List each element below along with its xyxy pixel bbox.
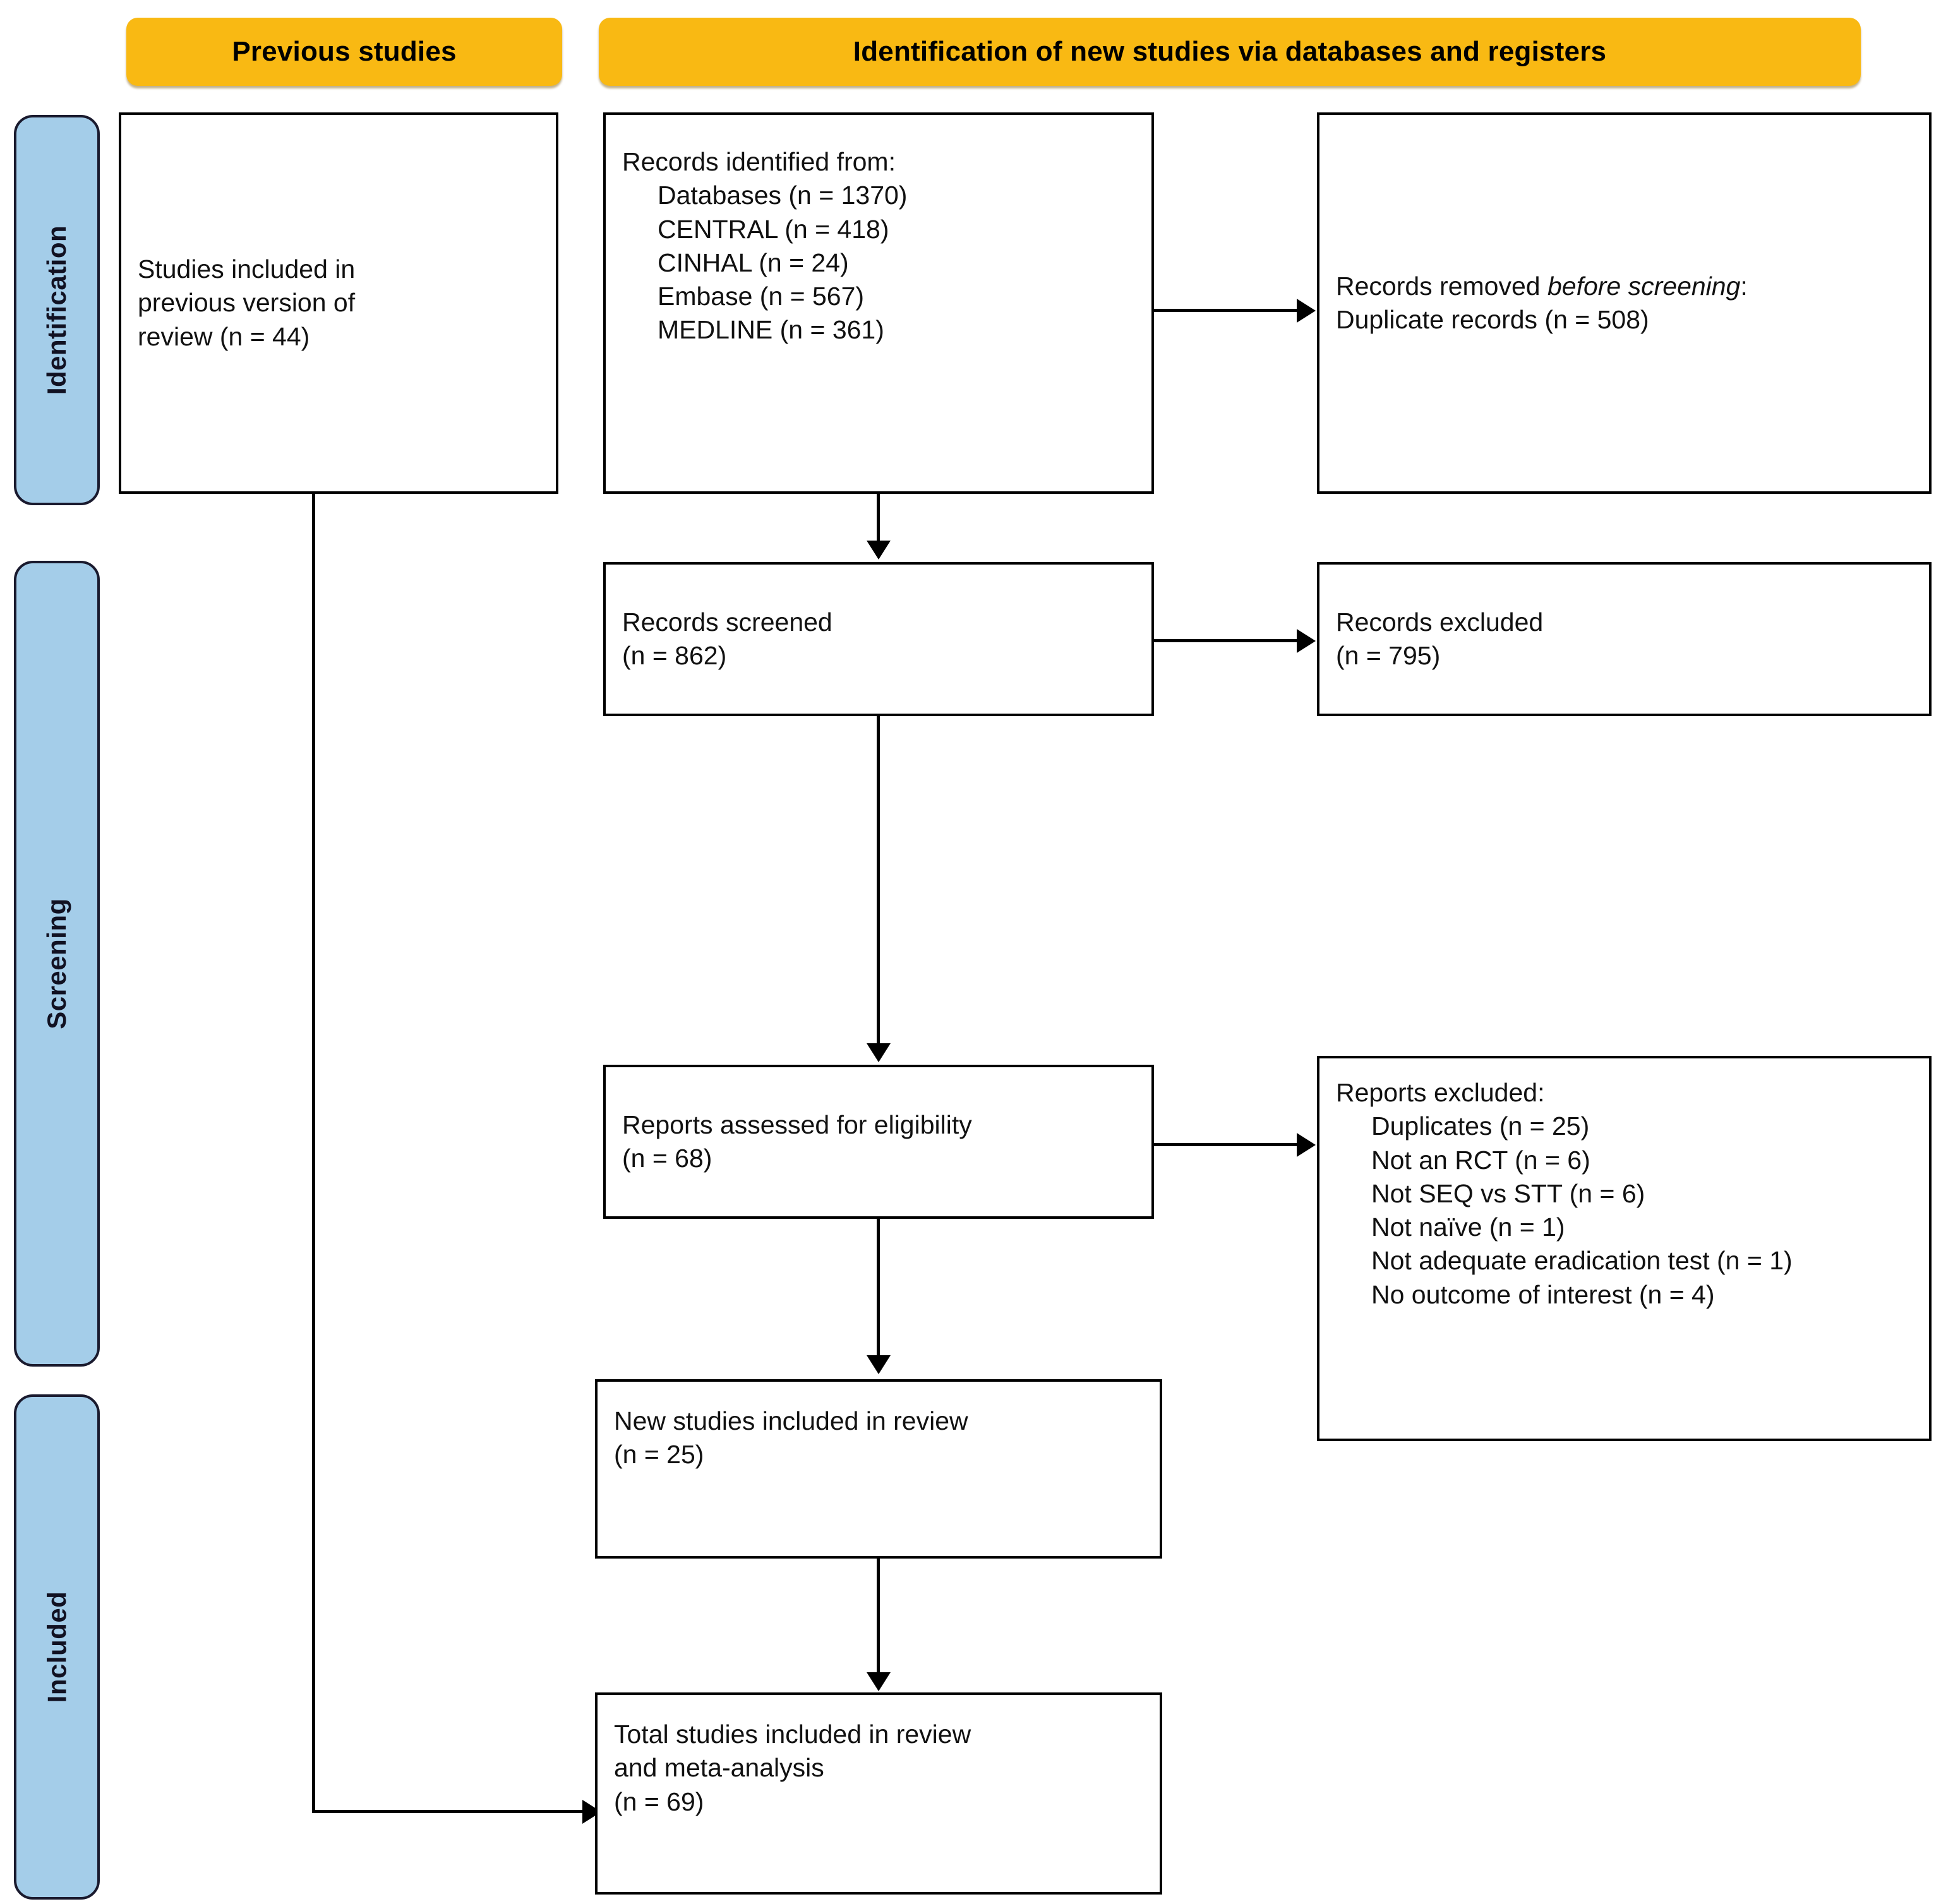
- reports-excluded-reason-not-rct: Not an RCT (n = 6): [1371, 1145, 1590, 1175]
- connector-assessed-to-new-studies: [877, 1219, 880, 1356]
- box-total-studies-included-text: Total studies included in review and met…: [614, 1718, 1143, 1819]
- box-reports-excluded-text: Reports excluded: Duplicates (n = 25) No…: [1336, 1076, 1913, 1312]
- box-records-screened-text: Records screened (n = 862): [622, 606, 1135, 673]
- arrowhead-identified-to-screened: [867, 541, 891, 560]
- stage-tab-identification-label: Identification: [42, 225, 71, 395]
- prev-line-1: Studies included in: [138, 254, 356, 284]
- box-reports-assessed: Reports assessed for eligibility (n = 68…: [603, 1065, 1154, 1219]
- records-identified-source-medline: MEDLINE (n = 361): [658, 315, 884, 345]
- records-screened-count: (n = 862): [622, 641, 727, 670]
- records-excluded-count: (n = 795): [1336, 641, 1441, 670]
- reports-excluded-reason-not-seq-vs-stt: Not SEQ vs STT (n = 6): [1371, 1178, 1645, 1208]
- new-studies-included-label: New studies included in review: [614, 1406, 968, 1435]
- records-removed-heading: Records removed before screening:: [1336, 270, 1913, 303]
- records-removed-heading-colon: :: [1740, 271, 1748, 301]
- header-previous-studies-label: Previous studies: [232, 36, 457, 67]
- connector-previous-version-to-total: [312, 1810, 584, 1813]
- records-identified-source-central: CENTRAL (n = 418): [658, 214, 889, 244]
- reports-assessed-count: (n = 68): [622, 1144, 712, 1173]
- box-records-identified-text: Records identified from: Databases (n = …: [622, 145, 1135, 347]
- arrowhead-new-studies-to-total: [867, 1672, 891, 1691]
- stage-tab-included: Included: [14, 1394, 100, 1900]
- connector-assessed-to-reports-excluded: [1154, 1143, 1298, 1146]
- box-studies-previous-version-text: Studies included in previous version of …: [138, 253, 539, 354]
- connector-previous-version-spine: [312, 494, 315, 1812]
- total-studies-count: (n = 69): [614, 1787, 704, 1816]
- reports-excluded-reason-duplicates: Duplicates (n = 25): [1371, 1111, 1590, 1141]
- box-records-removed-before-screening: Records removed before screening: Duplic…: [1317, 112, 1932, 494]
- new-studies-included-count: (n = 25): [614, 1440, 704, 1470]
- records-identified-source-cinhal: CINHAL (n = 24): [658, 248, 849, 277]
- stage-tab-screening-label: Screening: [42, 898, 72, 1029]
- arrowhead-screened-to-assessed: [867, 1043, 891, 1062]
- header-identification-new-studies: Identification of new studies via databa…: [599, 18, 1861, 86]
- box-studies-previous-version: Studies included in previous version of …: [119, 112, 558, 494]
- arrowhead-identified-to-removed: [1297, 299, 1316, 323]
- stage-tab-included-label: Included: [42, 1591, 71, 1703]
- total-studies-line-2: and meta-analysis: [614, 1753, 824, 1783]
- arrowhead-assessed-to-new-studies: [867, 1355, 891, 1374]
- reports-excluded-reason-no-outcome-of-interest: No outcome of interest (n = 4): [1371, 1279, 1715, 1309]
- reports-excluded-reason-not-adequate-eradication-test: Not adequate eradication test (n = 1): [1371, 1246, 1793, 1276]
- records-removed-heading-plain: Records removed: [1336, 271, 1547, 301]
- box-records-screened: Records screened (n = 862): [603, 562, 1154, 716]
- box-reports-assessed-text: Reports assessed for eligibility (n = 68…: [622, 1108, 1135, 1176]
- total-studies-line-1: Total studies included in review: [614, 1720, 971, 1749]
- box-new-studies-included: New studies included in review (n = 25): [595, 1379, 1162, 1559]
- box-records-identified: Records identified from: Databases (n = …: [603, 112, 1154, 494]
- prev-line-2: previous version of: [138, 288, 356, 318]
- connector-screened-to-excluded: [1154, 639, 1298, 642]
- box-records-removed-text: Records removed before screening: Duplic…: [1336, 270, 1913, 337]
- records-removed-heading-italic: before screening: [1547, 271, 1741, 301]
- box-reports-excluded: Reports excluded: Duplicates (n = 25) No…: [1317, 1056, 1932, 1441]
- prev-line-3: review (n = 44): [138, 321, 310, 351]
- connector-identified-to-removed: [1154, 309, 1298, 312]
- reports-assessed-label: Reports assessed for eligibility: [622, 1110, 972, 1139]
- box-records-excluded-text: Records excluded (n = 795): [1336, 606, 1913, 673]
- arrowhead-screened-to-excluded: [1297, 629, 1316, 653]
- reports-excluded-heading: Reports excluded:: [1336, 1078, 1545, 1107]
- box-new-studies-included-text: New studies included in review (n = 25): [614, 1404, 1143, 1472]
- records-identified-source-embase: Embase (n = 567): [658, 282, 865, 311]
- reports-excluded-reason-not-naive: Not naïve (n = 1): [1371, 1212, 1565, 1242]
- connector-screened-to-assessed: [877, 716, 880, 1045]
- records-removed-duplicate-records: Duplicate records (n = 508): [1336, 305, 1649, 334]
- records-identified-heading: Records identified from:: [622, 147, 896, 176]
- arrowhead-assessed-to-reports-excluded: [1297, 1133, 1316, 1157]
- box-total-studies-included: Total studies included in review and met…: [595, 1692, 1162, 1895]
- records-screened-label: Records screened: [622, 607, 832, 637]
- records-identified-source-databases: Databases (n = 1370): [658, 181, 908, 210]
- stage-tab-screening: Screening: [14, 561, 100, 1367]
- stage-tab-identification: Identification: [14, 115, 100, 505]
- header-previous-studies: Previous studies: [126, 18, 562, 86]
- box-records-excluded: Records excluded (n = 795): [1317, 562, 1932, 716]
- connector-identified-to-screened: [877, 494, 880, 542]
- header-identification-new-studies-label: Identification of new studies via databa…: [853, 36, 1607, 67]
- connector-new-studies-to-total: [877, 1559, 880, 1673]
- records-excluded-label: Records excluded: [1336, 607, 1544, 637]
